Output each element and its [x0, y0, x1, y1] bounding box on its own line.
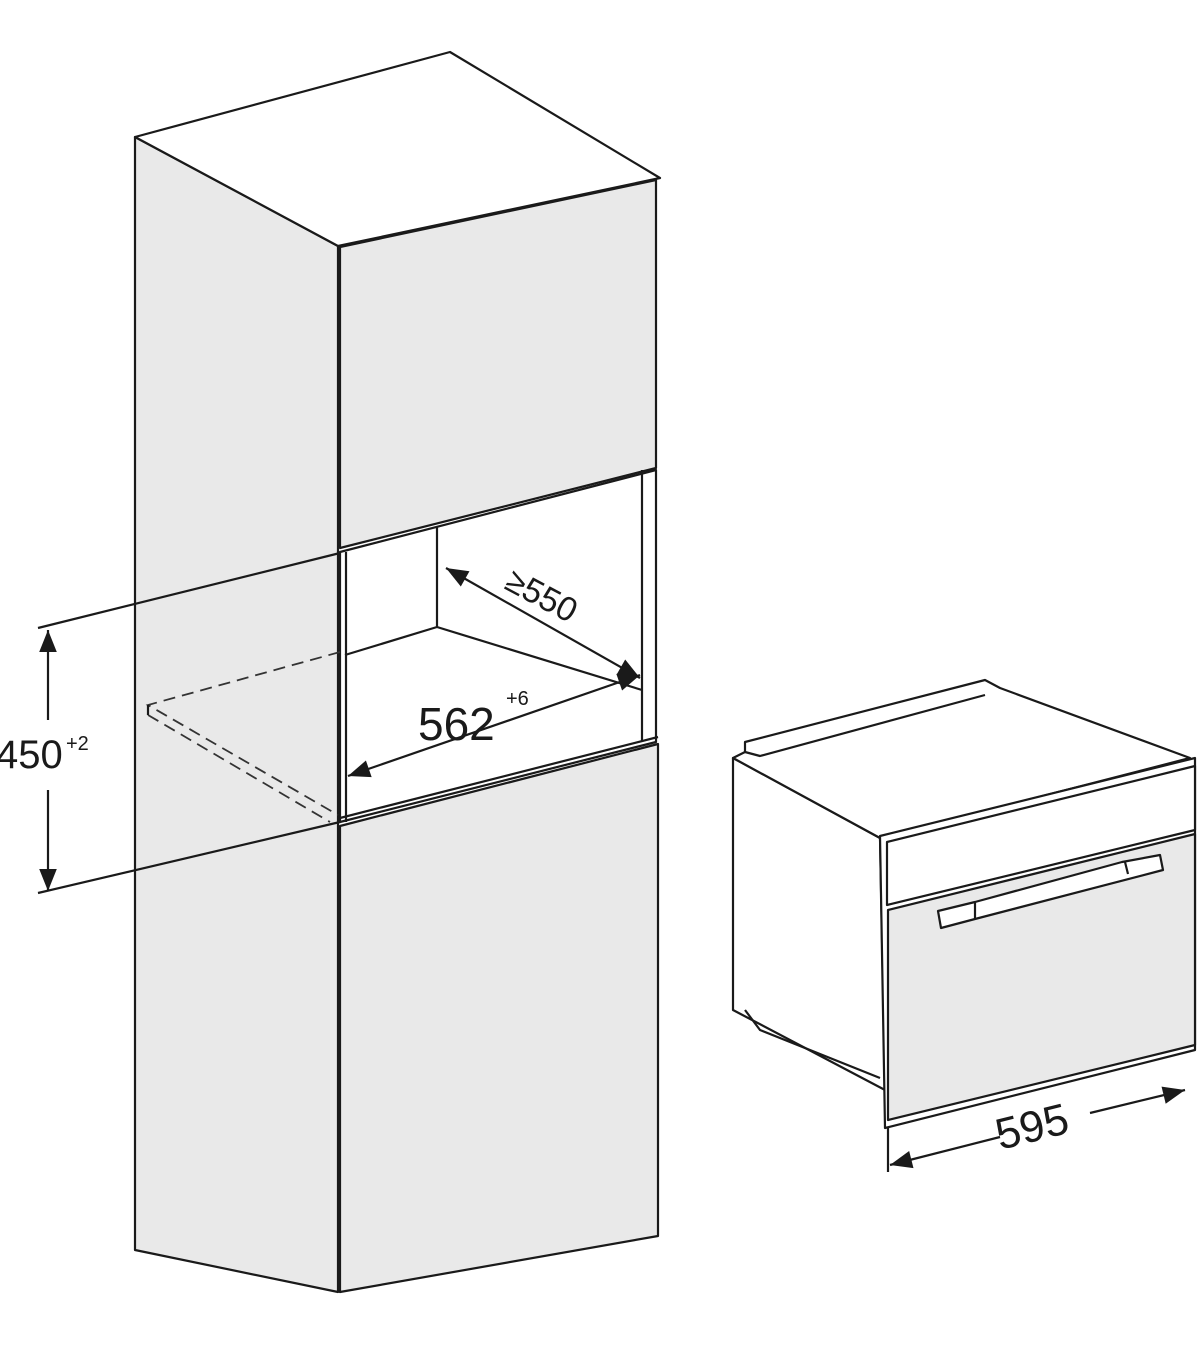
oven-top-rail — [744, 693, 986, 758]
appliance-width-value: 595 — [991, 1094, 1074, 1159]
oven-control-panel — [885, 764, 1197, 907]
oven-bottom-rail — [744, 1009, 881, 1080]
height-tolerance: +2 — [66, 733, 89, 755]
niche-floor-edge — [344, 625, 438, 657]
height-value: 450 — [0, 733, 63, 777]
width-value: 562 — [418, 698, 495, 750]
oven-handle — [936, 853, 1165, 930]
width-tolerance: +6 — [506, 688, 529, 710]
cabinet-top — [133, 50, 662, 248]
height-dimension: 450 +2 — [0, 551, 341, 895]
oven-appliance — [731, 678, 1197, 1130]
lower-front-panel — [338, 742, 660, 1294]
shelf-hidden-edge — [147, 714, 331, 823]
width-dimension: 562 +6 — [347, 673, 641, 778]
upper-front-panel — [338, 178, 658, 550]
tall-cabinet — [133, 50, 662, 1294]
